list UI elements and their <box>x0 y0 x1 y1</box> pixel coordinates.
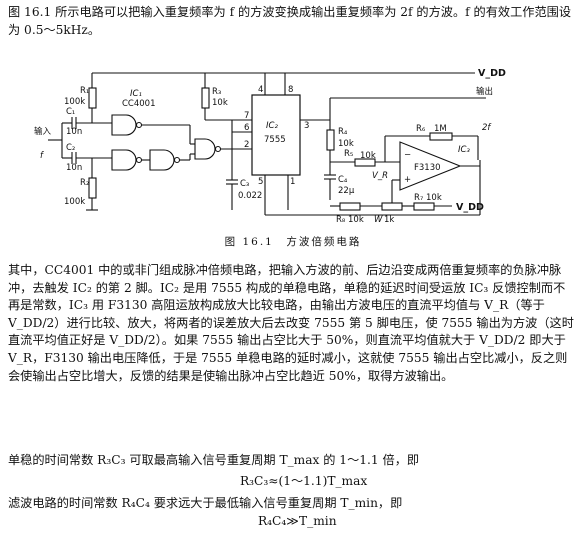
resistor-r1 <box>88 87 97 109</box>
r8-value: 10k <box>348 215 364 225</box>
resistor-r6 <box>429 132 453 141</box>
nor-gate-1 <box>111 114 137 136</box>
pin4-label: 4 <box>258 85 263 95</box>
opamp-ic3 <box>399 141 462 191</box>
pin2-label: 2 <box>244 140 249 150</box>
w-label: W <box>374 215 383 225</box>
pin5-label: 5 <box>258 177 263 187</box>
w-value: 1k <box>384 215 394 225</box>
ic2-chip <box>251 94 301 176</box>
opamp-minus: − <box>404 150 411 160</box>
r4-value: 10k <box>338 139 354 149</box>
circuit-diagram: V_DD R₁ 100k 输入 f C₁ 10n C₂ 10n R₂ 100k … <box>34 68 506 225</box>
c2-value: 10n <box>66 163 82 173</box>
ic1-part: CC4001 <box>122 99 156 109</box>
resistor-r2 <box>88 177 97 199</box>
r1-value: 100k <box>64 97 85 107</box>
vr-label: V_R <box>372 171 388 181</box>
timing-text-1: 单稳的时间常数 R₃C₃ 可取最高输入信号重复周期 T_max 的 1～1.1 … <box>8 453 420 467</box>
pin1-label: 1 <box>290 177 295 187</box>
r4-label: R₄ <box>338 127 348 137</box>
ic2-label: IC₂ <box>266 121 278 131</box>
c1-label: C₁ <box>66 107 75 117</box>
pin8-label: 8 <box>288 85 293 95</box>
input-label: 输入 <box>34 126 52 137</box>
output-f-label: 2f <box>482 123 492 133</box>
input-f-label: f <box>40 151 45 161</box>
nor-gate-2 <box>111 149 137 171</box>
r2-value: 100k <box>64 197 85 207</box>
r5-label: R₅ <box>344 149 353 159</box>
r7-value: 10k <box>426 193 442 203</box>
resistor-r3 <box>201 87 210 109</box>
r3-label: R₃ <box>212 87 221 97</box>
resistor-r4 <box>326 129 335 151</box>
resistor-r7 <box>413 202 435 211</box>
opamp-plus: + <box>404 175 411 185</box>
r7-label: R₇ <box>414 193 424 203</box>
c4-value: 22μ <box>338 186 355 196</box>
c4-label: C₄ <box>338 175 348 185</box>
ic1-label: IC₁ <box>130 89 142 99</box>
ic2-part: 7555 <box>264 135 286 145</box>
potentiometer-w <box>381 202 403 211</box>
pin6-label: 6 <box>244 123 249 133</box>
timing-text-2: 滤波电路的时间常数 R₄C₄ 要求远大于最低输入信号重复周期 T_min，即 <box>8 496 403 510</box>
vdd-bottom-label: V_DD <box>456 202 484 213</box>
r2-label: R₂ <box>80 178 89 188</box>
nor-gate-4 <box>194 138 216 160</box>
figure-caption: 图 16.1 方波倍频电路 <box>224 236 362 248</box>
nor-gate-3 <box>149 149 175 171</box>
ic3-part: F3130 <box>414 163 441 173</box>
r8-label: R₈ <box>336 215 346 225</box>
r5-value: 10k <box>360 151 376 161</box>
r6-value: 1M <box>434 124 447 134</box>
c3-value: 0.022 <box>238 191 262 201</box>
body-paragraph: 其中，CC4001 中的或非门组成脉冲倍频电路，把输入方波的前、后边沿变成两倍重… <box>8 263 574 383</box>
r1-label: R₁ <box>80 86 89 96</box>
equation-1: R₃C₃≈(1～1.1)T_max <box>240 474 368 488</box>
c2-label: C₂ <box>66 143 75 153</box>
r6-label: R₆ <box>416 124 426 134</box>
output-label: 输出 <box>476 86 493 97</box>
intro-paragraph: 图 16.1 所示电路可以把输入重复频率为 f 的方波变换成输出重复频率为 2f… <box>8 5 572 37</box>
c1-value: 10n <box>66 127 82 137</box>
pin7-label: 7 <box>244 111 249 121</box>
ic3-label: IC₃ <box>458 145 470 155</box>
pin3-label: 3 <box>304 121 309 131</box>
equation-2: R₄C₄≫T_min <box>258 514 337 528</box>
vdd-top-label: V_DD <box>478 68 506 79</box>
resistor-r8 <box>339 202 361 211</box>
r3-value: 10k <box>212 98 228 108</box>
c3-label: C₃ <box>240 179 249 189</box>
